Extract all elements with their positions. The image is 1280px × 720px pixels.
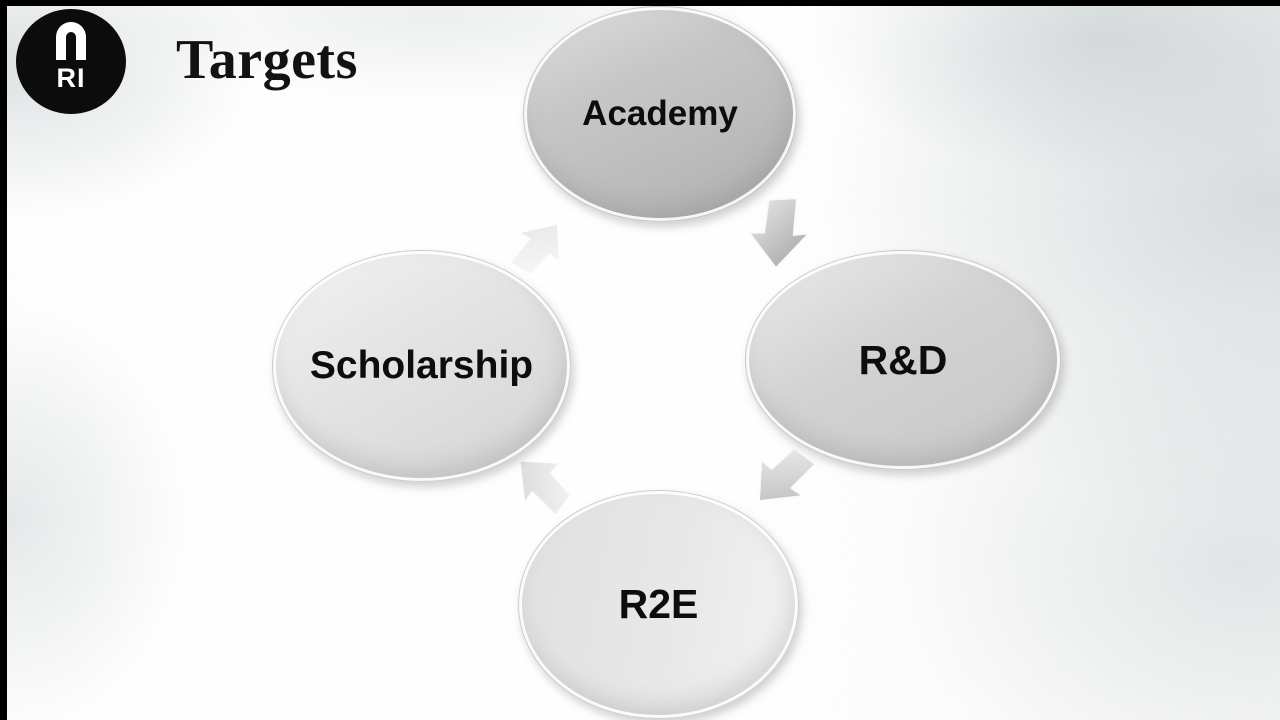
cycle-node-r2e: R2E xyxy=(518,490,799,719)
nri-logo-arch-icon xyxy=(56,22,86,60)
top-edge-bar xyxy=(0,0,1280,6)
node-label-rd: R&D xyxy=(858,336,948,383)
node-label-scholarship: Scholarship xyxy=(309,344,534,387)
node-label-r2e: R2E xyxy=(618,581,699,627)
arrow-academy-to-rd-icon xyxy=(735,191,823,275)
cycle-node-rd: R&D xyxy=(745,250,1061,470)
nri-logo: RI xyxy=(16,9,126,114)
page-title: Targets xyxy=(176,29,358,91)
left-edge-bar xyxy=(0,0,7,720)
nri-logo-text: RI xyxy=(56,63,86,93)
cycle-node-academy: Academy xyxy=(523,6,797,222)
cycle-node-scholarship: Scholarship xyxy=(272,250,571,482)
node-label-academy: Academy xyxy=(582,94,738,133)
